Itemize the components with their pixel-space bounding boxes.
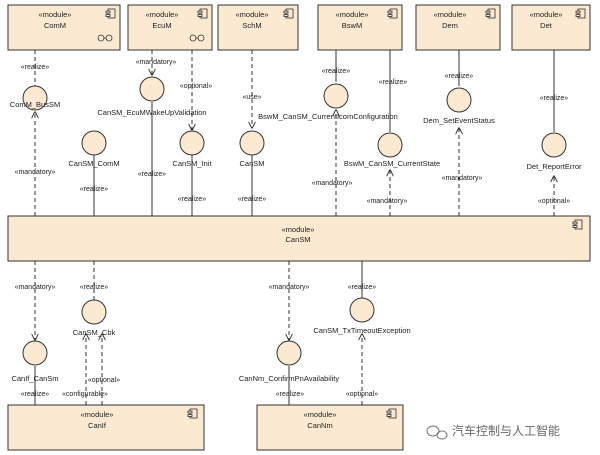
module-dem[interactable]: «module» Dem: [415, 4, 501, 51]
interface-cansm-cbk-label: CanSM_Cbk: [73, 328, 116, 337]
realize-label: «realize»: [379, 79, 408, 86]
realize-label: «realize»: [178, 196, 207, 203]
realize-label: «realize»: [138, 171, 167, 178]
module-ecum-name: EcuM: [152, 21, 171, 30]
optional-label: «optional»: [346, 391, 378, 398]
realize-label: «realize»: [322, 68, 351, 75]
module-comm-name: ComM: [44, 21, 66, 30]
module-ecum[interactable]: «module» EcuM: [127, 4, 213, 51]
component-icon: [187, 408, 198, 419]
mandatory-label: «mandatory»: [312, 180, 353, 187]
use-label: «use»: [242, 94, 261, 101]
mandatory-label: «mandatory»: [367, 198, 408, 205]
interface-cansm-comm[interactable]: CanSM_ComM: [68, 130, 120, 168]
realize-label: «realize»: [540, 95, 569, 102]
component-icon: [105, 8, 116, 19]
realize-label: «realize»: [80, 284, 109, 291]
module-canif[interactable]: «module» CanIf: [7, 404, 205, 451]
interface-cansm-comm-label: CanSM_ComM: [68, 159, 119, 168]
module-canif-name: CanIf: [88, 421, 107, 430]
realize-label: «realize»: [80, 186, 109, 193]
interface-bswm-icom[interactable]: BswM_CanSM_CurrentIcomConfiguration: [258, 83, 398, 121]
interface-bswm-icom-label: BswM_CanSM_CurrentIcomConfiguration: [258, 112, 398, 121]
module-cansm-stereotype: «module»: [282, 225, 315, 234]
realize-label: «realize»: [21, 64, 50, 71]
module-bswm[interactable]: «module» BswM: [317, 4, 403, 51]
module-dem-name: Dem: [442, 21, 458, 30]
interface-det-error-label: Det_ReportError: [526, 162, 582, 171]
interface-ecum-wakeup[interactable]: CanSM_EcuMWakeUpValidation: [97, 76, 207, 117]
component-icon: [572, 219, 583, 230]
module-det[interactable]: «module» Det: [511, 4, 591, 51]
optional-label: «optional»: [180, 83, 212, 90]
interface-cansm[interactable]: CanSM: [239, 130, 265, 168]
subsystem-glasses-icon: [189, 34, 205, 42]
wechat-watermark: 汽车控制与人工智能: [426, 423, 560, 440]
interface-canif-cansm[interactable]: CanIf_CanSm: [11, 340, 59, 383]
module-schm[interactable]: «module» SchM: [217, 4, 299, 51]
optional-label: «optional»: [88, 377, 120, 384]
interface-dem-event[interactable]: Dem_SetEventStatus: [423, 87, 495, 125]
interface-cannm-confirm-label: CanNm_ConfirmPnAvailability: [239, 374, 340, 383]
mandatory-label: «mandatory»: [269, 284, 310, 291]
module-cansm-name: CanSM: [285, 235, 310, 244]
interface-bswm-state-label: BswM_CanSM_CurrentState: [344, 159, 440, 168]
module-comm[interactable]: «module» ComM: [7, 4, 121, 51]
wechat-logo-icon: [426, 425, 448, 440]
realize-label: «realize»: [238, 196, 267, 203]
component-icon: [485, 8, 496, 19]
module-dem-stereotype: «module»: [434, 10, 467, 19]
mandatory-label: «mandatory»: [136, 59, 177, 66]
component-icon: [387, 8, 398, 19]
mandatory-label: «mandatory»: [442, 175, 483, 182]
optional-label: «optional»: [538, 198, 570, 205]
interface-canif-cansm-label: CanIf_CanSm: [11, 374, 58, 383]
module-cannm-stereotype: «module»: [304, 410, 337, 419]
module-bswm-name: BswM: [342, 21, 362, 30]
interface-ecum-wakeup-label: CanSM_EcuMWakeUpValidation: [97, 108, 206, 117]
module-bswm-stereotype: «module»: [336, 10, 369, 19]
watermark-text: 汽车控制与人工智能: [452, 423, 560, 438]
interface-cansm-init[interactable]: CanSM_Init: [172, 130, 213, 168]
mandatory-label: «mandatory»: [15, 169, 56, 176]
configurable-label: «configurable»: [62, 391, 108, 398]
component-icon: [386, 408, 397, 419]
module-det-stereotype: «module»: [530, 10, 563, 19]
interface-cansm-txtimeout[interactable]: CanSM_TxTimeoutException: [313, 297, 411, 335]
module-canif-stereotype: «module»: [81, 410, 114, 419]
interface-cansm-init-label: CanSM_Init: [172, 159, 212, 168]
module-schm-stereotype: «module»: [236, 10, 269, 19]
interface-cansm-cbk[interactable]: CanSM_Cbk: [73, 299, 116, 337]
realize-label: «realize»: [276, 391, 305, 398]
interface-cansm-txtimeout-label: CanSM_TxTimeoutException: [313, 326, 410, 335]
component-icon: [575, 8, 586, 19]
realize-label: «realize»: [21, 391, 50, 398]
interface-dem-event-label: Dem_SetEventStatus: [423, 116, 495, 125]
interface-cansm-label: CanSM: [239, 159, 264, 168]
module-cannm-name: CanNm: [307, 421, 332, 430]
component-icon: [197, 8, 208, 19]
module-det-name: Det: [540, 21, 553, 30]
module-comm-stereotype: «module»: [39, 10, 72, 19]
module-cansm[interactable]: «module» CanSM: [7, 215, 591, 262]
interface-det-error[interactable]: Det_ReportError: [526, 132, 582, 171]
component-icon: [283, 8, 294, 19]
interface-comm-bussm[interactable]: ComM_BusSM: [10, 85, 60, 111]
module-ecum-stereotype: «module»: [146, 10, 179, 19]
mandatory-label: «mandatory»: [15, 284, 56, 291]
module-schm-name: SchM: [242, 21, 261, 30]
module-cannm[interactable]: «module» CanNm: [256, 404, 404, 451]
realize-label: «realize»: [348, 284, 377, 291]
realize-label: «realize»: [445, 73, 474, 80]
subsystem-glasses-icon: [97, 34, 113, 42]
interface-bswm-state[interactable]: BswM_CanSM_CurrentState: [344, 132, 440, 168]
interface-comm-bussm-label: ComM_BusSM: [10, 100, 60, 109]
interface-cannm-confirm[interactable]: CanNm_ConfirmPnAvailability: [239, 340, 340, 383]
